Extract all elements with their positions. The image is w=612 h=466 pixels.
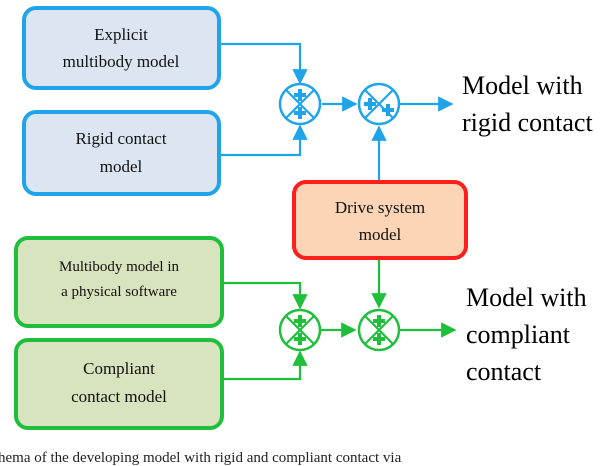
box-label-line-1: Compliant [83, 359, 155, 378]
box-shape [22, 6, 221, 90]
drive-system-model-box: Drive system model [292, 180, 468, 260]
box-label-line-2: model [359, 225, 402, 244]
output-label-line-1: Model with [466, 283, 587, 312]
box-label-line-1: Explicit [94, 25, 148, 44]
box-shape [14, 338, 224, 430]
explicit-multibody-model-box: Explicit multibody model [22, 6, 221, 90]
box-label-line-2: a physical software [61, 284, 177, 300]
caption-strip: hema of the developing model with rigid … [0, 444, 612, 466]
compliant-branch-connectors [222, 258, 457, 381]
output-label-line-2: rigid contact [462, 108, 593, 137]
arrow-multibody-to-junction3 [222, 281, 308, 310]
box-label-line-1: Drive system [335, 198, 425, 217]
arrow-compliant-to-junction3 [222, 350, 308, 381]
box-label-line-1: Multibody model in [59, 259, 180, 275]
rigid-branch-connectors [219, 42, 454, 182]
box-label-line-2: model [100, 157, 143, 176]
output-compliant-contact-label: Model with compliant contact [466, 283, 587, 386]
junction-1-icon [278, 82, 322, 126]
multibody-physical-software-box: Multibody model in a physical software [14, 236, 224, 328]
box-label-line-2: contact model [71, 387, 167, 406]
box-label-line-1: Rigid contact [75, 129, 166, 148]
box-shape [22, 110, 221, 196]
compliant-contact-model-box: Compliant contact model [14, 338, 224, 430]
arrow-explicit-to-junction1 [219, 42, 308, 85]
junction-4-icon [357, 308, 401, 352]
junction-2-icon [357, 82, 401, 126]
output-rigid-contact-label: Model with rigid contact [462, 71, 593, 137]
output-label-line-3: contact [466, 357, 542, 386]
caption-fragment: hema of the developing model with rigid … [0, 450, 402, 466]
rigid-contact-model-box: Rigid contact model [22, 110, 221, 196]
junction-3-icon [278, 308, 322, 352]
output-label-line-1: Model with [462, 71, 583, 100]
box-shape [14, 236, 224, 328]
block-diagram: Explicit multibody model Rigid contact m… [14, 6, 593, 430]
box-shape [292, 180, 468, 260]
box-label-line-2: multibody model [63, 52, 180, 71]
arrow-rigid-to-junction1 [219, 124, 308, 157]
output-label-line-2: compliant [466, 320, 571, 349]
